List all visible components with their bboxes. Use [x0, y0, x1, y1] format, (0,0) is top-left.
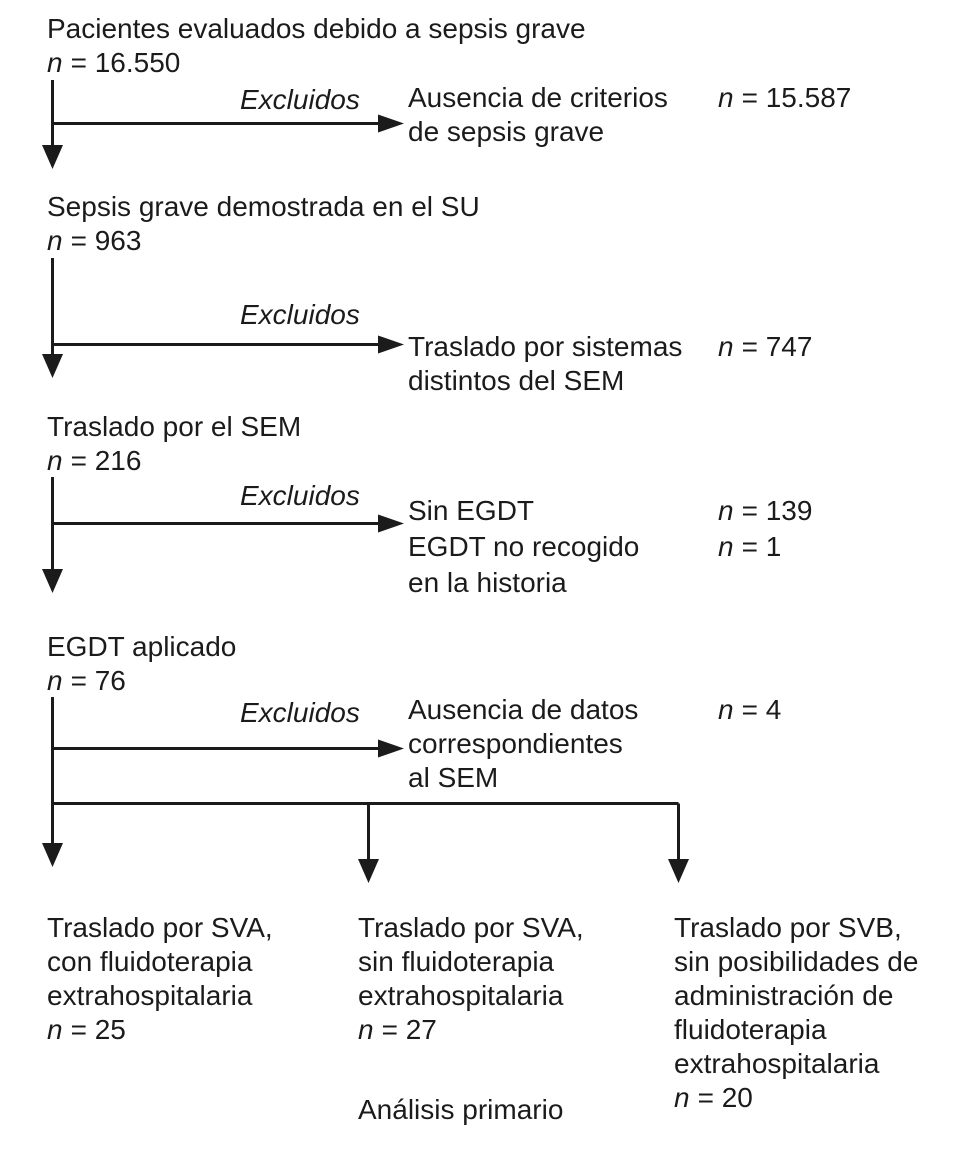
- branch-count: n= 25: [47, 1013, 273, 1047]
- stem-arrow-2: [42, 258, 63, 378]
- count-row: n= 139: [718, 493, 812, 529]
- n-symbol: n: [674, 1082, 690, 1113]
- branch-line: extrahospitalaria: [47, 980, 253, 1011]
- branch-line: extrahospitalaria: [674, 1048, 880, 1079]
- branch-line: Traslado por SVA,: [358, 912, 584, 943]
- excluded-label-1: Excluidos: [240, 84, 360, 115]
- node-label: Traslado por el SEM: [47, 411, 302, 442]
- exclusion-reason-4: Ausencia de datos correspondientes al SE…: [408, 693, 638, 795]
- n-value: = 76: [70, 665, 126, 696]
- excluded-label-3: Excluidos: [240, 480, 360, 511]
- branch-sva-without-fluids: Traslado por SVA, sin fluidoterapia extr…: [358, 911, 584, 1047]
- branch-line: Traslado por SVA,: [47, 912, 273, 943]
- count-row: n= 4: [718, 693, 781, 727]
- n-symbol: n: [47, 665, 63, 696]
- n-value: = 27: [381, 1014, 437, 1045]
- n-value: = 139: [741, 495, 813, 526]
- n-symbol: n: [718, 531, 734, 562]
- n-symbol: n: [718, 694, 734, 725]
- node-count: n= 76: [47, 664, 236, 698]
- exclusion-count-1: n= 15.587: [718, 81, 851, 115]
- reason-line: Ausencia de criterios: [408, 82, 668, 113]
- exclusion-count-3: n= 139 n= 1: [718, 493, 812, 565]
- n-value: = 963: [70, 225, 142, 256]
- branch-line: extrahospitalaria: [358, 980, 564, 1011]
- node-label: EGDT aplicado: [47, 631, 237, 662]
- count-row: n= 1: [718, 529, 812, 565]
- n-value: = 1: [741, 531, 782, 562]
- reason-line: de sepsis grave: [408, 116, 605, 147]
- branch-arrow-middle: [358, 803, 379, 883]
- n-value: = 16.550: [70, 47, 181, 78]
- node-label: Pacientes evaluados debido a sepsis grav…: [47, 13, 586, 44]
- n-symbol: n: [718, 82, 734, 113]
- exclusion-reason-2: Traslado por sistemas distintos del SEM: [408, 330, 682, 398]
- exclusion-reason-3: Sin EGDT EGDT no recogido en la historia: [408, 493, 639, 601]
- stem-arrow-3: [42, 477, 63, 593]
- branch-line: con fluidoterapia: [47, 946, 253, 977]
- reason-line: Traslado por sistemas: [408, 331, 683, 362]
- n-symbol: n: [47, 47, 63, 78]
- n-symbol: n: [47, 225, 63, 256]
- branch-arrow-right: [668, 803, 689, 883]
- reason-line: Sin EGDT: [408, 495, 535, 526]
- branch-line: fluidoterapia: [674, 1014, 827, 1045]
- exclusion-arrow-4: [52, 739, 404, 758]
- branch-count: n= 20: [674, 1081, 918, 1115]
- reason-line: correspondientes: [408, 728, 623, 759]
- branch-svb: Traslado por SVB, sin posibilidades de a…: [674, 911, 918, 1115]
- reason-line: distintos del SEM: [408, 365, 625, 396]
- exclusion-reason-1: Ausencia de criterios de sepsis grave: [408, 81, 668, 149]
- n-value: = 747: [741, 331, 813, 362]
- excluded-label-2: Excluidos: [240, 299, 360, 330]
- branch-line: sin fluidoterapia: [358, 946, 555, 977]
- n-symbol: n: [358, 1014, 374, 1045]
- stem-arrow-4: [42, 697, 63, 867]
- node-egdt-applied: EGDT aplicado n= 76: [47, 630, 236, 698]
- reason-line: en la historia: [408, 567, 567, 598]
- n-value: = 15.587: [741, 82, 852, 113]
- branch-line: Traslado por SVB,: [674, 912, 902, 943]
- stem-arrow-1: [42, 80, 63, 169]
- branch-line: administración de: [674, 980, 894, 1011]
- exclusion-count-4: n= 4: [718, 693, 781, 727]
- node-label: Sepsis grave demostrada en el SU: [47, 191, 480, 222]
- node-count: n= 963: [47, 224, 480, 258]
- branch-count: n= 27: [358, 1013, 584, 1047]
- node-count: n= 216: [47, 444, 301, 478]
- branch-line: sin posibilidades de: [674, 946, 919, 977]
- n-value: = 4: [741, 694, 782, 725]
- primary-analysis-note: Análisis primario: [358, 1094, 564, 1125]
- n-value: = 20: [697, 1082, 753, 1113]
- node-sem-transfer: Traslado por el SEM n= 216: [47, 410, 301, 478]
- excluded-label-4: Excluidos: [240, 697, 360, 728]
- exclusion-arrow-2: [52, 335, 404, 354]
- count-row: n= 747: [718, 330, 812, 364]
- reason-line: EGDT no recogido: [408, 531, 640, 562]
- reason-line: Ausencia de datos: [408, 694, 639, 725]
- exclusion-arrow-1: [52, 114, 404, 133]
- n-symbol: n: [47, 1014, 63, 1045]
- node-count: n= 16.550: [47, 46, 586, 80]
- n-symbol: n: [47, 445, 63, 476]
- n-value: = 25: [70, 1014, 126, 1045]
- exclusion-count-2: n= 747: [718, 330, 812, 364]
- branch-sva-with-fluids: Traslado por SVA, con fluidoterapia extr…: [47, 911, 273, 1047]
- reason-line: al SEM: [408, 762, 499, 793]
- node-evaluated: Pacientes evaluados debido a sepsis grav…: [47, 12, 586, 80]
- node-sepsis-su: Sepsis grave demostrada en el SU n= 963: [47, 190, 480, 258]
- exclusion-arrow-3: [52, 514, 404, 533]
- count-row: n= 15.587: [718, 81, 851, 115]
- n-value: = 216: [70, 445, 142, 476]
- n-symbol: n: [718, 331, 734, 362]
- n-symbol: n: [718, 495, 734, 526]
